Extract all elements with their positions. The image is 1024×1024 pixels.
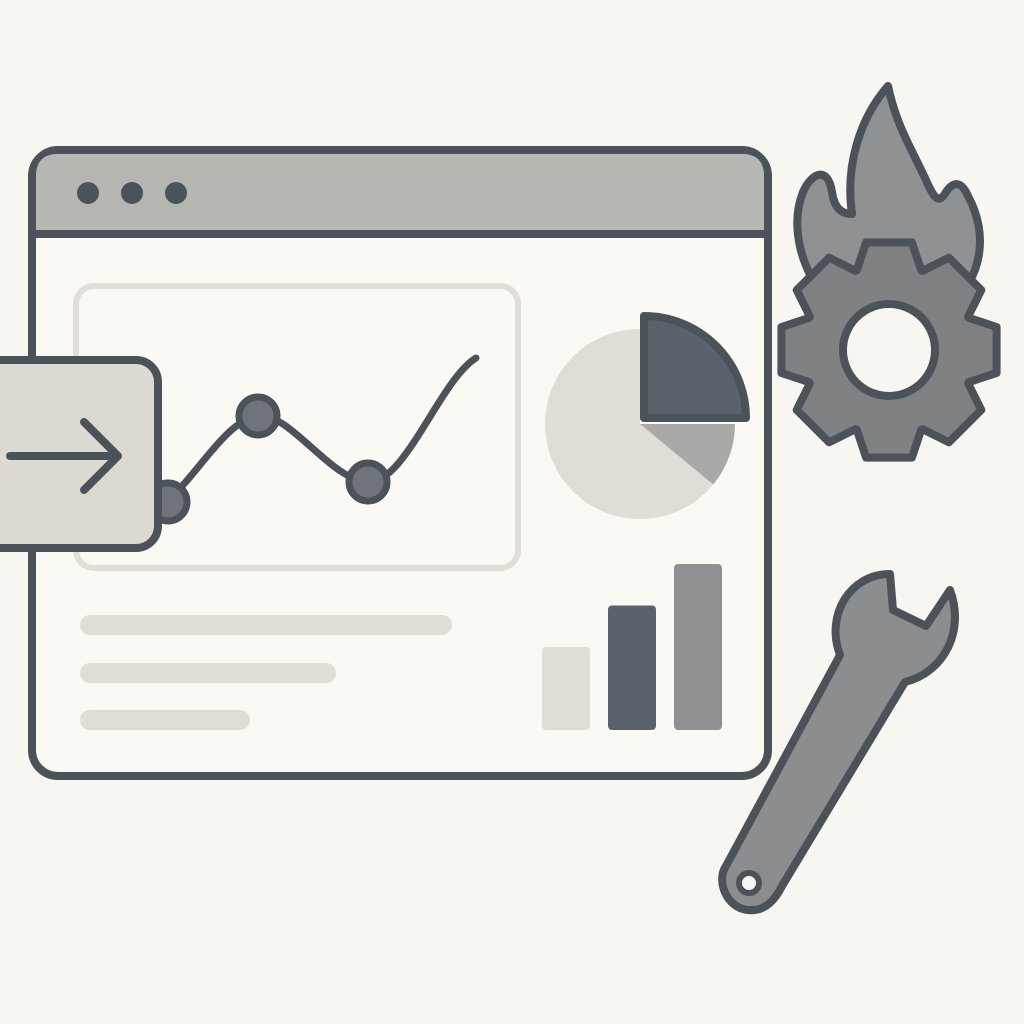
flame-icon <box>793 82 984 306</box>
browser-window <box>28 146 772 780</box>
bar <box>542 647 590 730</box>
window-control-dot[interactable] <box>165 182 187 204</box>
pie-slice <box>640 424 735 485</box>
gear-icon <box>777 238 1001 462</box>
pie-slice-highlighted <box>640 312 750 422</box>
line-chart-marker <box>345 459 391 505</box>
text-placeholders <box>80 615 452 730</box>
bar <box>674 564 722 730</box>
bar-chart <box>542 564 722 730</box>
window-titlebar <box>36 154 764 234</box>
bar <box>608 605 656 730</box>
line-chart-marker <box>235 393 281 439</box>
pie-chart <box>545 312 750 519</box>
window-control-dot[interactable] <box>121 182 143 204</box>
pie-slice <box>545 328 714 519</box>
arrow-right-icon <box>6 418 122 494</box>
window-controls <box>77 182 187 204</box>
wrench-icon <box>718 570 959 915</box>
arrow-tab[interactable] <box>0 356 162 552</box>
line-chart-series-line <box>161 354 480 506</box>
window-control-dot[interactable] <box>77 182 99 204</box>
